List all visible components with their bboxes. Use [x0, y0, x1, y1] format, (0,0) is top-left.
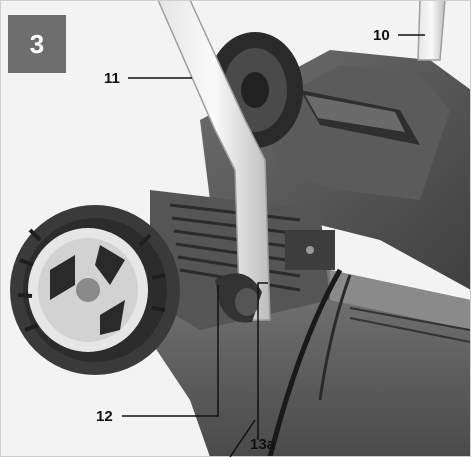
- callout-11: 11: [104, 70, 120, 87]
- callout-12: 12: [96, 408, 113, 425]
- leader-13a: [257, 282, 268, 440]
- upper-handle: [417, 0, 446, 61]
- callout-13a: 13a: [250, 436, 276, 453]
- callout-10: 10: [373, 27, 390, 44]
- leader-lines: [122, 34, 425, 457]
- leader-13a-b: [229, 419, 256, 457]
- step-number: 3: [29, 28, 45, 59]
- leader-12: [122, 285, 219, 417]
- handle-bar: [157, 0, 271, 321]
- power-cable: [267, 268, 343, 457]
- quick-release-lever: [215, 273, 262, 323]
- step-number-badge: 3: [8, 15, 66, 73]
- front-wheel: [10, 205, 180, 375]
